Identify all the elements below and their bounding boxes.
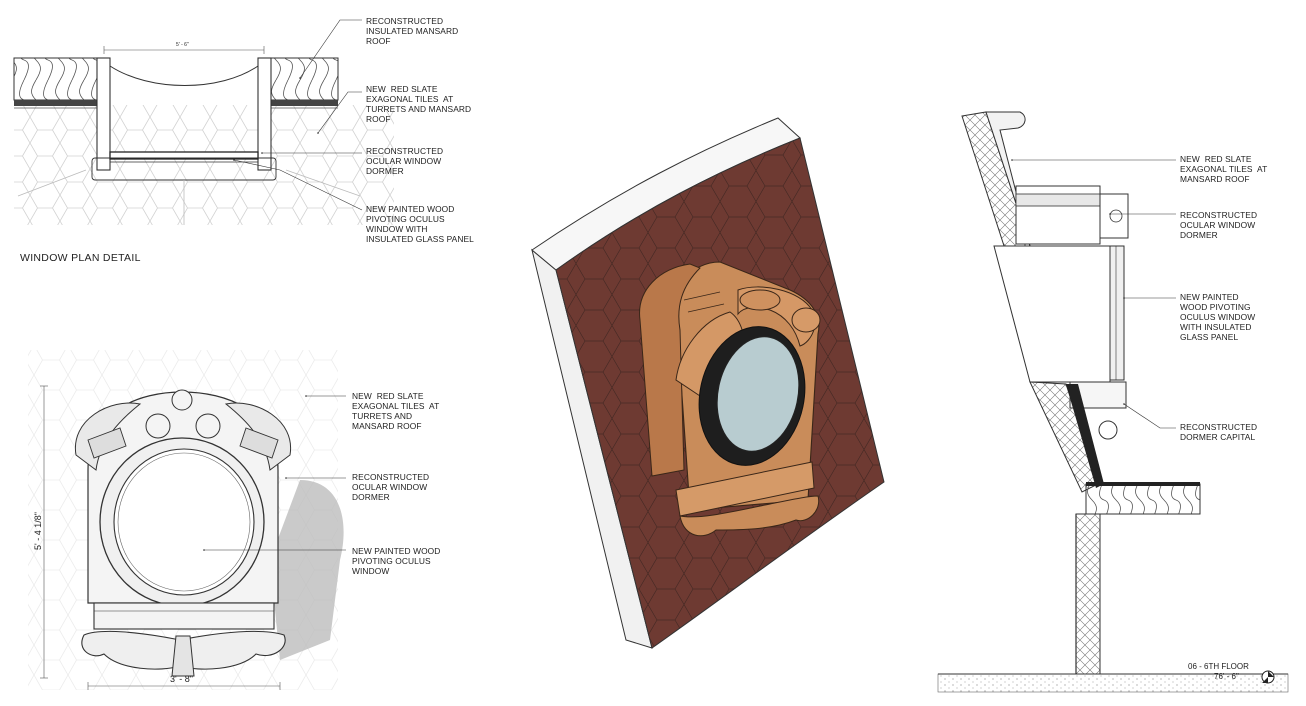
insulation-left: [13, 57, 111, 101]
jamb-left: [96, 57, 111, 171]
wall-section-detail: [937, 111, 1289, 693]
dormer-side: [639, 263, 701, 477]
bracket-iso: [679, 495, 820, 537]
dormer-roof-curve: [109, 65, 259, 86]
elevation-width-dimension: 3' - 8": [170, 674, 193, 684]
dormer-shadow: [270, 480, 344, 660]
window-sill: [93, 602, 275, 630]
dormer-cheek: [993, 245, 1111, 383]
window-elevation-detail: [28, 350, 346, 690]
section-note-red-slate: NEW RED SLATE EXAGONAL TILES AT MANSARD …: [1180, 154, 1268, 184]
roof-membrane-left: [14, 100, 110, 106]
elevation-note-ocular-dormer: RECONSTRUCTED OCULAR WINDOW DORMER: [352, 472, 430, 502]
oculus-glass-iso: [716, 336, 800, 452]
level-name: 06 - 6TH FLOOR: [1188, 662, 1249, 671]
plan-note-ocular-dormer: RECONSTRUCTED OCULAR WINDOW DORMER: [366, 146, 444, 176]
plan-top-dimension: 5' - 6": [176, 42, 189, 48]
window-plan-detail: [13, 19, 394, 225]
jamb-right: [257, 57, 272, 171]
plan-note-red-slate: NEW RED SLATE EXAGONAL TILES AT TURRETS …: [366, 84, 472, 124]
oculus-window-sash: [109, 151, 259, 160]
isometric-dormer-model: [531, 117, 885, 649]
section-note-ocular-dormer: RECONSTRUCTED OCULAR WINDOW DORMER: [1180, 210, 1258, 240]
section-note-dormer-capital: RECONSTRUCTED DORMER CAPITAL: [1180, 422, 1258, 442]
sill-iso: [675, 461, 815, 517]
level-elevation: 76' - 6": [1214, 672, 1239, 681]
section-note-oculus-window: NEW PAINTED WOOD PIVOTING OCULUS WINDOW …: [1180, 292, 1256, 342]
elevation-note-oculus-window: NEW PAINTED WOOD PIVOTING OCULUS WINDOW: [352, 546, 441, 576]
plan-note-mansard-roof: RECONSTRUCTED INSULATED MANSARD ROOF: [366, 16, 459, 46]
plan-note-oculus-window: NEW PAINTED WOOD PIVOTING OCULUS WINDOW …: [366, 204, 474, 244]
wall-insulation-lower: [1075, 513, 1101, 675]
oculus-glass: [113, 448, 255, 596]
floor-insulation: [1085, 483, 1201, 515]
oculus-sash-section: [1109, 245, 1125, 381]
plan-detail-title: WINDOW PLAN DETAIL: [20, 252, 141, 264]
slate-hex-pattern-plan: [14, 105, 394, 225]
elevation-height-dimension: 5' - 4 1/8": [33, 512, 43, 550]
elevation-note-red-slate: NEW RED SLATE EXAGONAL TILES AT TURRETS …: [352, 391, 440, 431]
roof-membrane-right: [258, 100, 338, 106]
